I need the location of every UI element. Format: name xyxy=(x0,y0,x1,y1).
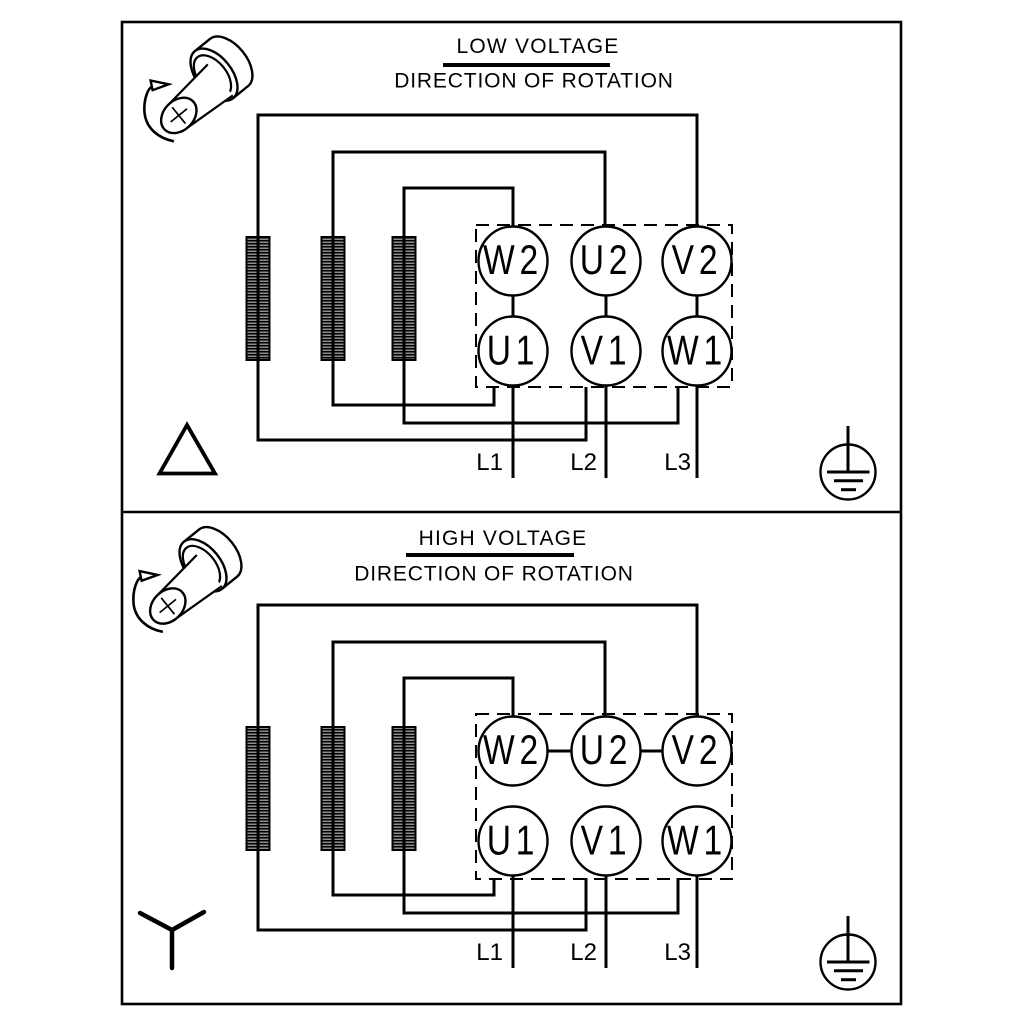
svg-text:U1: U1 xyxy=(487,818,540,864)
svg-text:W1: W1 xyxy=(667,818,727,864)
svg-text:L3: L3 xyxy=(664,449,691,476)
svg-text:L1: L1 xyxy=(476,939,503,966)
svg-text:L3: L3 xyxy=(664,939,691,966)
svg-text:V1: V1 xyxy=(581,328,632,374)
svg-text:W1: W1 xyxy=(667,328,727,374)
svg-text:V2: V2 xyxy=(672,728,723,774)
svg-text:V1: V1 xyxy=(581,818,632,864)
svg-text:W2: W2 xyxy=(483,728,543,774)
svg-text:V2: V2 xyxy=(672,238,723,284)
svg-text:DIRECTION OF ROTATION: DIRECTION OF ROTATION xyxy=(354,563,634,586)
svg-text:HIGH VOLTAGE: HIGH VOLTAGE xyxy=(419,527,588,550)
svg-text:U1: U1 xyxy=(487,328,540,374)
svg-text:W2: W2 xyxy=(483,238,543,284)
svg-text:L1: L1 xyxy=(476,449,503,476)
svg-text:LOW VOLTAGE: LOW VOLTAGE xyxy=(457,35,620,58)
svg-text:L2: L2 xyxy=(570,449,597,476)
svg-text:DIRECTION OF ROTATION: DIRECTION OF ROTATION xyxy=(394,70,674,93)
svg-text:U2: U2 xyxy=(580,238,633,284)
svg-text:L2: L2 xyxy=(570,939,597,966)
svg-text:U2: U2 xyxy=(580,728,633,774)
